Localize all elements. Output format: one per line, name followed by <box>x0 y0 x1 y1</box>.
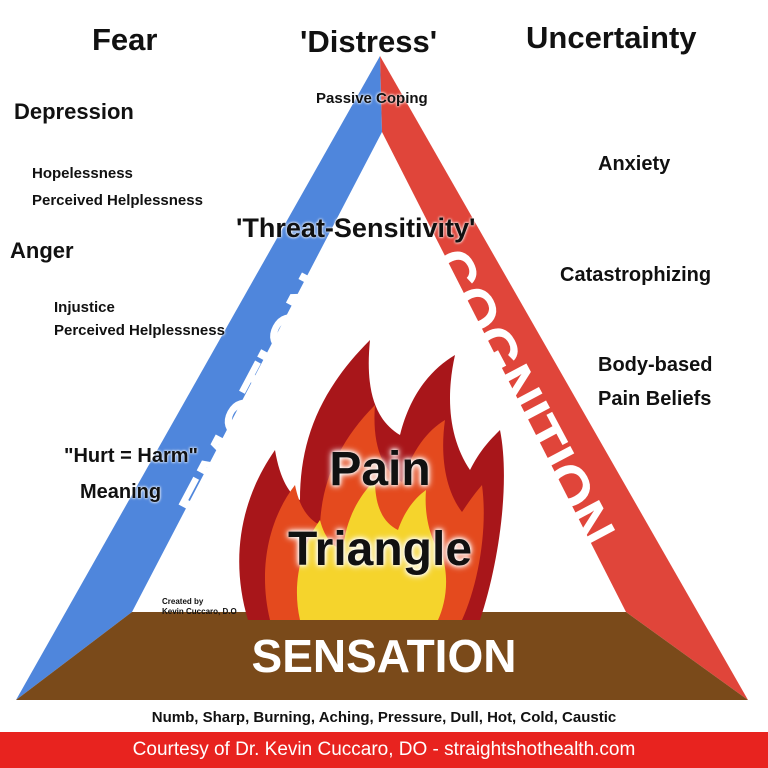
label-threat-sensitivity: 'Threat-Sensitivity' <box>236 213 476 243</box>
credit-line-1: Created by <box>162 597 204 606</box>
sensation-list: Numb, Sharp, Burning, Aching, Pressure, … <box>151 709 617 726</box>
sensation-label: SENSATION <box>252 630 517 682</box>
label-meaning: Meaning <box>80 481 162 503</box>
flame-inner <box>296 480 447 620</box>
label-passive-coping: Passive Coping <box>316 90 428 107</box>
label-pain-beliefs: Pain Beliefs <box>598 388 712 410</box>
emotion-side <box>16 56 382 700</box>
label-hurt-harm: "Hurt = Harm" <box>64 445 198 467</box>
label-fear: Fear <box>92 22 158 57</box>
label-catastrophizing: Catastrophizing <box>560 264 712 286</box>
label-hopelessness: Hopelessness <box>32 165 133 182</box>
title-triangle: Triangle <box>287 523 473 576</box>
label-anger: Anger <box>10 238 74 263</box>
credit-line-2: Kevin Cuccaro, D.O <box>162 606 237 616</box>
title-pain: Pain <box>329 443 431 496</box>
label-injustice: Injustice <box>54 299 115 316</box>
label-anxiety: Anxiety <box>598 153 671 175</box>
label-perceived-helplessness-2: Perceived Helplessness <box>54 322 225 339</box>
label-body-based: Body-based <box>598 354 713 376</box>
label-perceived-helplessness-1: Perceived Helplessness <box>32 192 203 209</box>
flame-icon <box>239 340 504 620</box>
cognition-side <box>380 56 748 700</box>
sensation-base <box>16 612 748 700</box>
label-distress: 'Distress' <box>300 24 438 59</box>
credit: Created by Kevin Cuccaro, D.O <box>162 597 237 616</box>
footer-banner: Courtesy of Dr. Kevin Cuccaro, DO - stra… <box>0 732 768 768</box>
label-depression: Depression <box>14 99 134 124</box>
label-uncertainty: Uncertainty <box>526 20 697 55</box>
